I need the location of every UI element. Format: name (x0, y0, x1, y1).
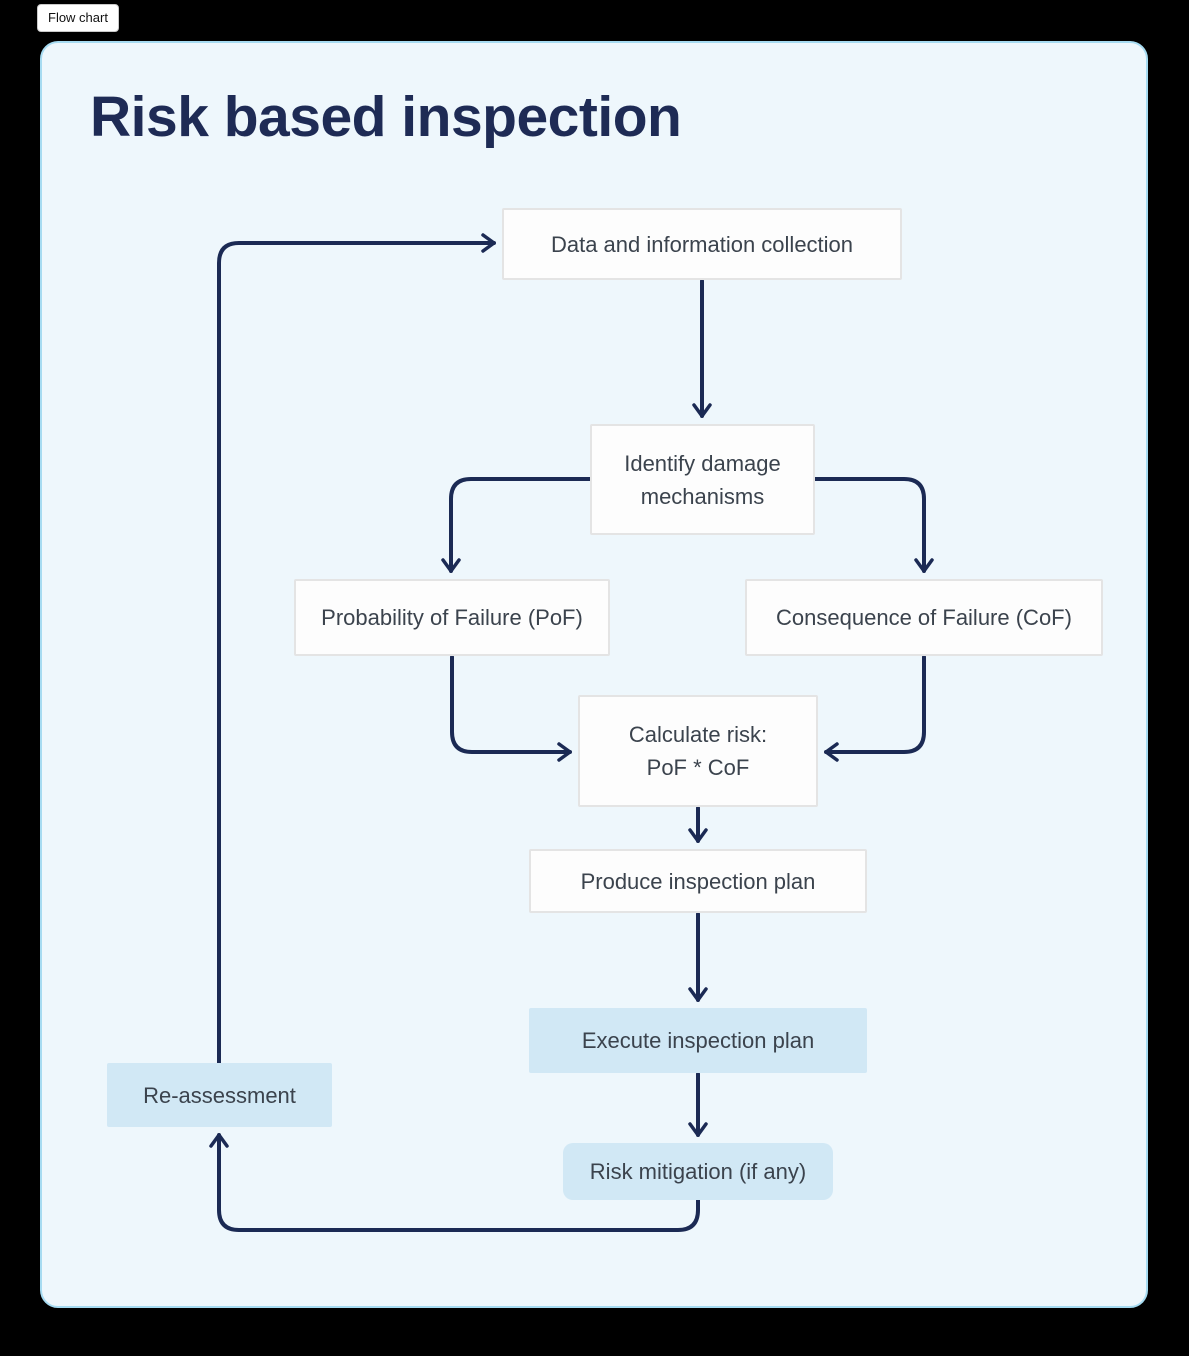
node-label-line: PoF * CoF (646, 755, 750, 780)
node-label: Risk mitigation (if any) (589, 1159, 807, 1184)
node-execute-inspection-plan: Execute inspection plan (529, 1008, 867, 1073)
node-data-and-information-collection: Data and information collection (502, 208, 902, 280)
node-produce-inspection-plan: Produce inspection plan (529, 849, 867, 913)
node-identify-damage-mechanisms: Identify damage mechanisms (590, 424, 815, 535)
node-label: Consequence of Failure (CoF) (776, 605, 1072, 630)
node-label: Re-assessment (143, 1082, 296, 1108)
node-consequence-of-failure: Consequence of Failure (CoF) (745, 579, 1103, 656)
node-re-assessment: Re-assessment (107, 1063, 332, 1127)
node-calculate-risk: Calculate risk: PoF * CoF (578, 695, 818, 807)
node-probability-of-failure: Probability of Failure (PoF) (294, 579, 610, 656)
node-label: Produce inspection plan (580, 868, 816, 894)
node-label-line: mechanisms (640, 483, 765, 509)
page-title: Risk based inspection (90, 85, 682, 149)
node-label: Data and information collection (550, 231, 854, 257)
node-label-line: Identify damage (624, 450, 781, 476)
flow-chart-badge: Flow chart (37, 4, 119, 32)
node-label-line: Calculate risk: (628, 722, 768, 747)
node-label: Execute inspection plan (581, 1028, 815, 1053)
node-risk-mitigation: Risk mitigation (if any) (563, 1143, 833, 1200)
node-label: Probability of Failure (PoF) (321, 605, 583, 630)
